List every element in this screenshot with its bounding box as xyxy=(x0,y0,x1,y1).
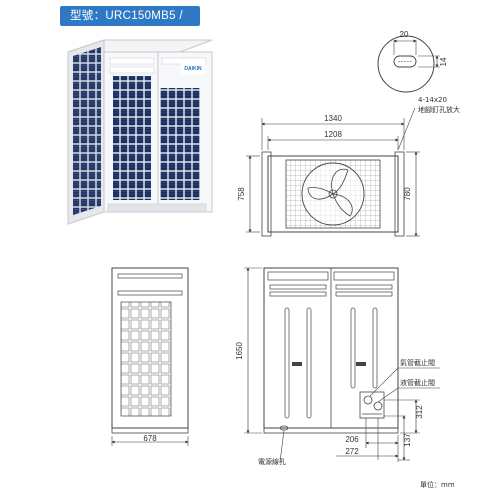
dim-bolt-width: 20 xyxy=(400,30,409,39)
anchor-note-line2: 地腳釘孔放大 xyxy=(418,105,460,114)
dim-pipe-h2: 137 xyxy=(403,433,412,447)
side-view: 678 xyxy=(111,267,189,446)
dim-top-width: 1340 xyxy=(324,114,342,123)
pipe-valves xyxy=(359,391,385,419)
dim-side-width: 678 xyxy=(143,434,157,443)
front-grille-left xyxy=(113,76,151,200)
dim-pipe-w2: 272 xyxy=(345,447,359,456)
dim-top-inner: 1208 xyxy=(324,130,342,139)
model-header: 型號：URC150MB5 / LB5 xyxy=(60,6,200,42)
side-grille xyxy=(73,47,101,215)
dim-bolt-height: 14 xyxy=(439,57,448,66)
detail-circle xyxy=(377,35,435,93)
dim-top-depth-inner: 758 xyxy=(237,187,246,201)
front-view: 1650 312 137 206 272 氣管截止閥 液管截止閥 電源線孔 xyxy=(235,267,440,466)
top-view: 1340 1208 758 780 xyxy=(237,114,420,237)
side-grille-drawing xyxy=(120,301,172,417)
unit-3d-illustration: DAIKIN xyxy=(67,39,213,225)
bolt-hole-detail: 20 14 4-14x20 地腳釘孔放大 xyxy=(377,30,460,151)
slot-hole xyxy=(393,55,417,68)
daikin-logo xyxy=(181,62,205,74)
dim-top-depth-outer: 780 xyxy=(403,187,412,201)
dim-pipe-w1: 206 xyxy=(345,435,359,444)
liquid-valve-label: 液管截止閥 xyxy=(400,378,435,387)
gas-valve-label: 氣管截止閥 xyxy=(400,358,435,367)
front-grille-right xyxy=(160,88,200,200)
dim-height: 1650 xyxy=(235,342,244,360)
model-label: 型號：URC150MB5 / LB5 xyxy=(70,10,183,42)
dim-pipe-h1: 312 xyxy=(415,405,424,419)
daikin-logo-text: DAIKIN xyxy=(184,66,202,72)
unit-note: 單位：mm xyxy=(420,480,455,489)
anchor-note-line1: 4-14x20 xyxy=(418,96,447,104)
power-hole-label: 電源線孔 xyxy=(258,457,286,466)
top-view-outline xyxy=(267,155,399,233)
